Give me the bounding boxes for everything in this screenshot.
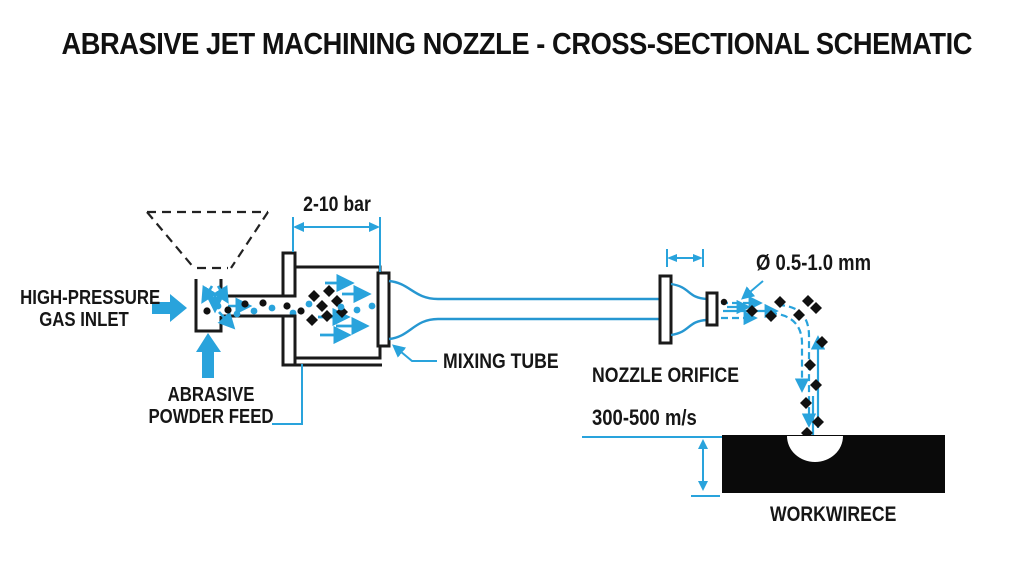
powder-feed-label-line2: POWDER FEED <box>148 406 274 429</box>
mixing-tube-label: MIXING TUBE <box>443 350 559 373</box>
nozzle-trumpet <box>670 282 708 337</box>
gas-inlet-label-line1: HIGH-PRESSURE <box>20 287 161 309</box>
diagram-title: ABRASIVE JET MACHINING NOZZLE - CROSS-SE… <box>61 26 972 61</box>
mixing-chamber <box>281 251 382 367</box>
powder-hopper-funnel-icon <box>146 210 269 270</box>
chamber-abrasive-particles <box>306 285 376 326</box>
powder-feed-leader <box>272 364 303 425</box>
pressure-value: 2-10 bar <box>303 193 371 216</box>
passage-particles <box>203 299 313 318</box>
mixing-tube-leader <box>392 344 437 362</box>
powder-feed-arrow <box>196 333 221 378</box>
orifice-diameter-leader <box>741 280 764 300</box>
workpiece-label: WORKWIRECE <box>770 503 897 526</box>
powder-feed-label: ABRASIVE POWDER FEED <box>148 384 274 429</box>
powder-feed-label-line1: ABRASIVE <box>167 384 255 406</box>
nozzle-flange <box>658 274 673 345</box>
nozzle-exit-plate <box>705 291 719 327</box>
jet-particles <box>720 295 828 439</box>
pressure-dimension <box>292 217 381 272</box>
orifice-dimension <box>666 249 704 267</box>
nozzle-orifice-label: NOZZLE ORIFICE <box>592 364 739 387</box>
standoff-dimension <box>582 436 722 497</box>
gas-flow-arrows <box>201 285 253 330</box>
mixing-tube-walls <box>388 279 661 341</box>
erosion-crater <box>787 436 843 462</box>
workpiece-block <box>722 435 945 493</box>
orifice-diameter-value: Ø 0.5-1.0 mm <box>756 250 872 275</box>
gas-inlet-label: HIGH-PRESSURE GAS INLET <box>20 287 161 332</box>
chamber-exit-flange <box>376 271 391 348</box>
gas-inlet-label-line2: GAS INLET <box>39 309 129 332</box>
gas-inlet-arrow <box>152 294 187 322</box>
jet-velocity-value: 300-500 m/s <box>592 405 697 430</box>
